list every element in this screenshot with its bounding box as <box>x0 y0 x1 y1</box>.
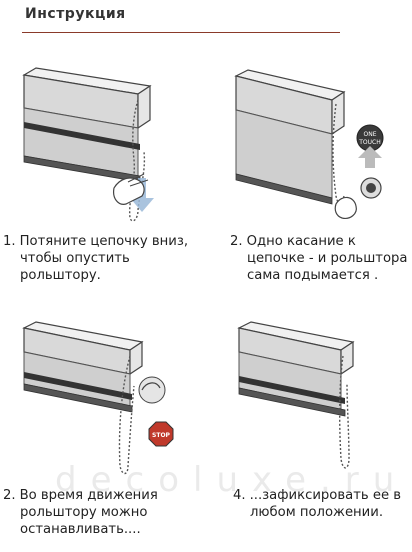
illustration-step-3: STOP <box>20 321 190 486</box>
one-touch-badge-top: ONE <box>363 131 376 138</box>
stop-badge: STOP <box>152 432 171 439</box>
page-title: Инструкция <box>25 6 126 22</box>
illustration-step-4 <box>235 321 405 484</box>
step-2-number: 2. <box>230 234 243 249</box>
step-2-text: 2.Одно касание к цепочке - и рольштора с… <box>230 234 408 283</box>
step-1-text: 1.Потяните цепочку вниз, чтобы опустить … <box>3 234 189 283</box>
illustration-step-1 <box>20 60 190 230</box>
illustration-step-2: ONE TOUCH <box>232 66 402 236</box>
title-divider <box>22 32 340 33</box>
step-4-number: 4. <box>233 488 246 503</box>
step-4-text: 4....зафиксировать ее в любом положении. <box>233 488 402 520</box>
step-3-number: 2. <box>3 488 16 503</box>
step-3-text: 2.Во время движения рольштору можно оста… <box>3 488 158 537</box>
one-touch-badge-bottom: TOUCH <box>358 139 380 146</box>
step-1-number: 1. <box>3 234 16 249</box>
